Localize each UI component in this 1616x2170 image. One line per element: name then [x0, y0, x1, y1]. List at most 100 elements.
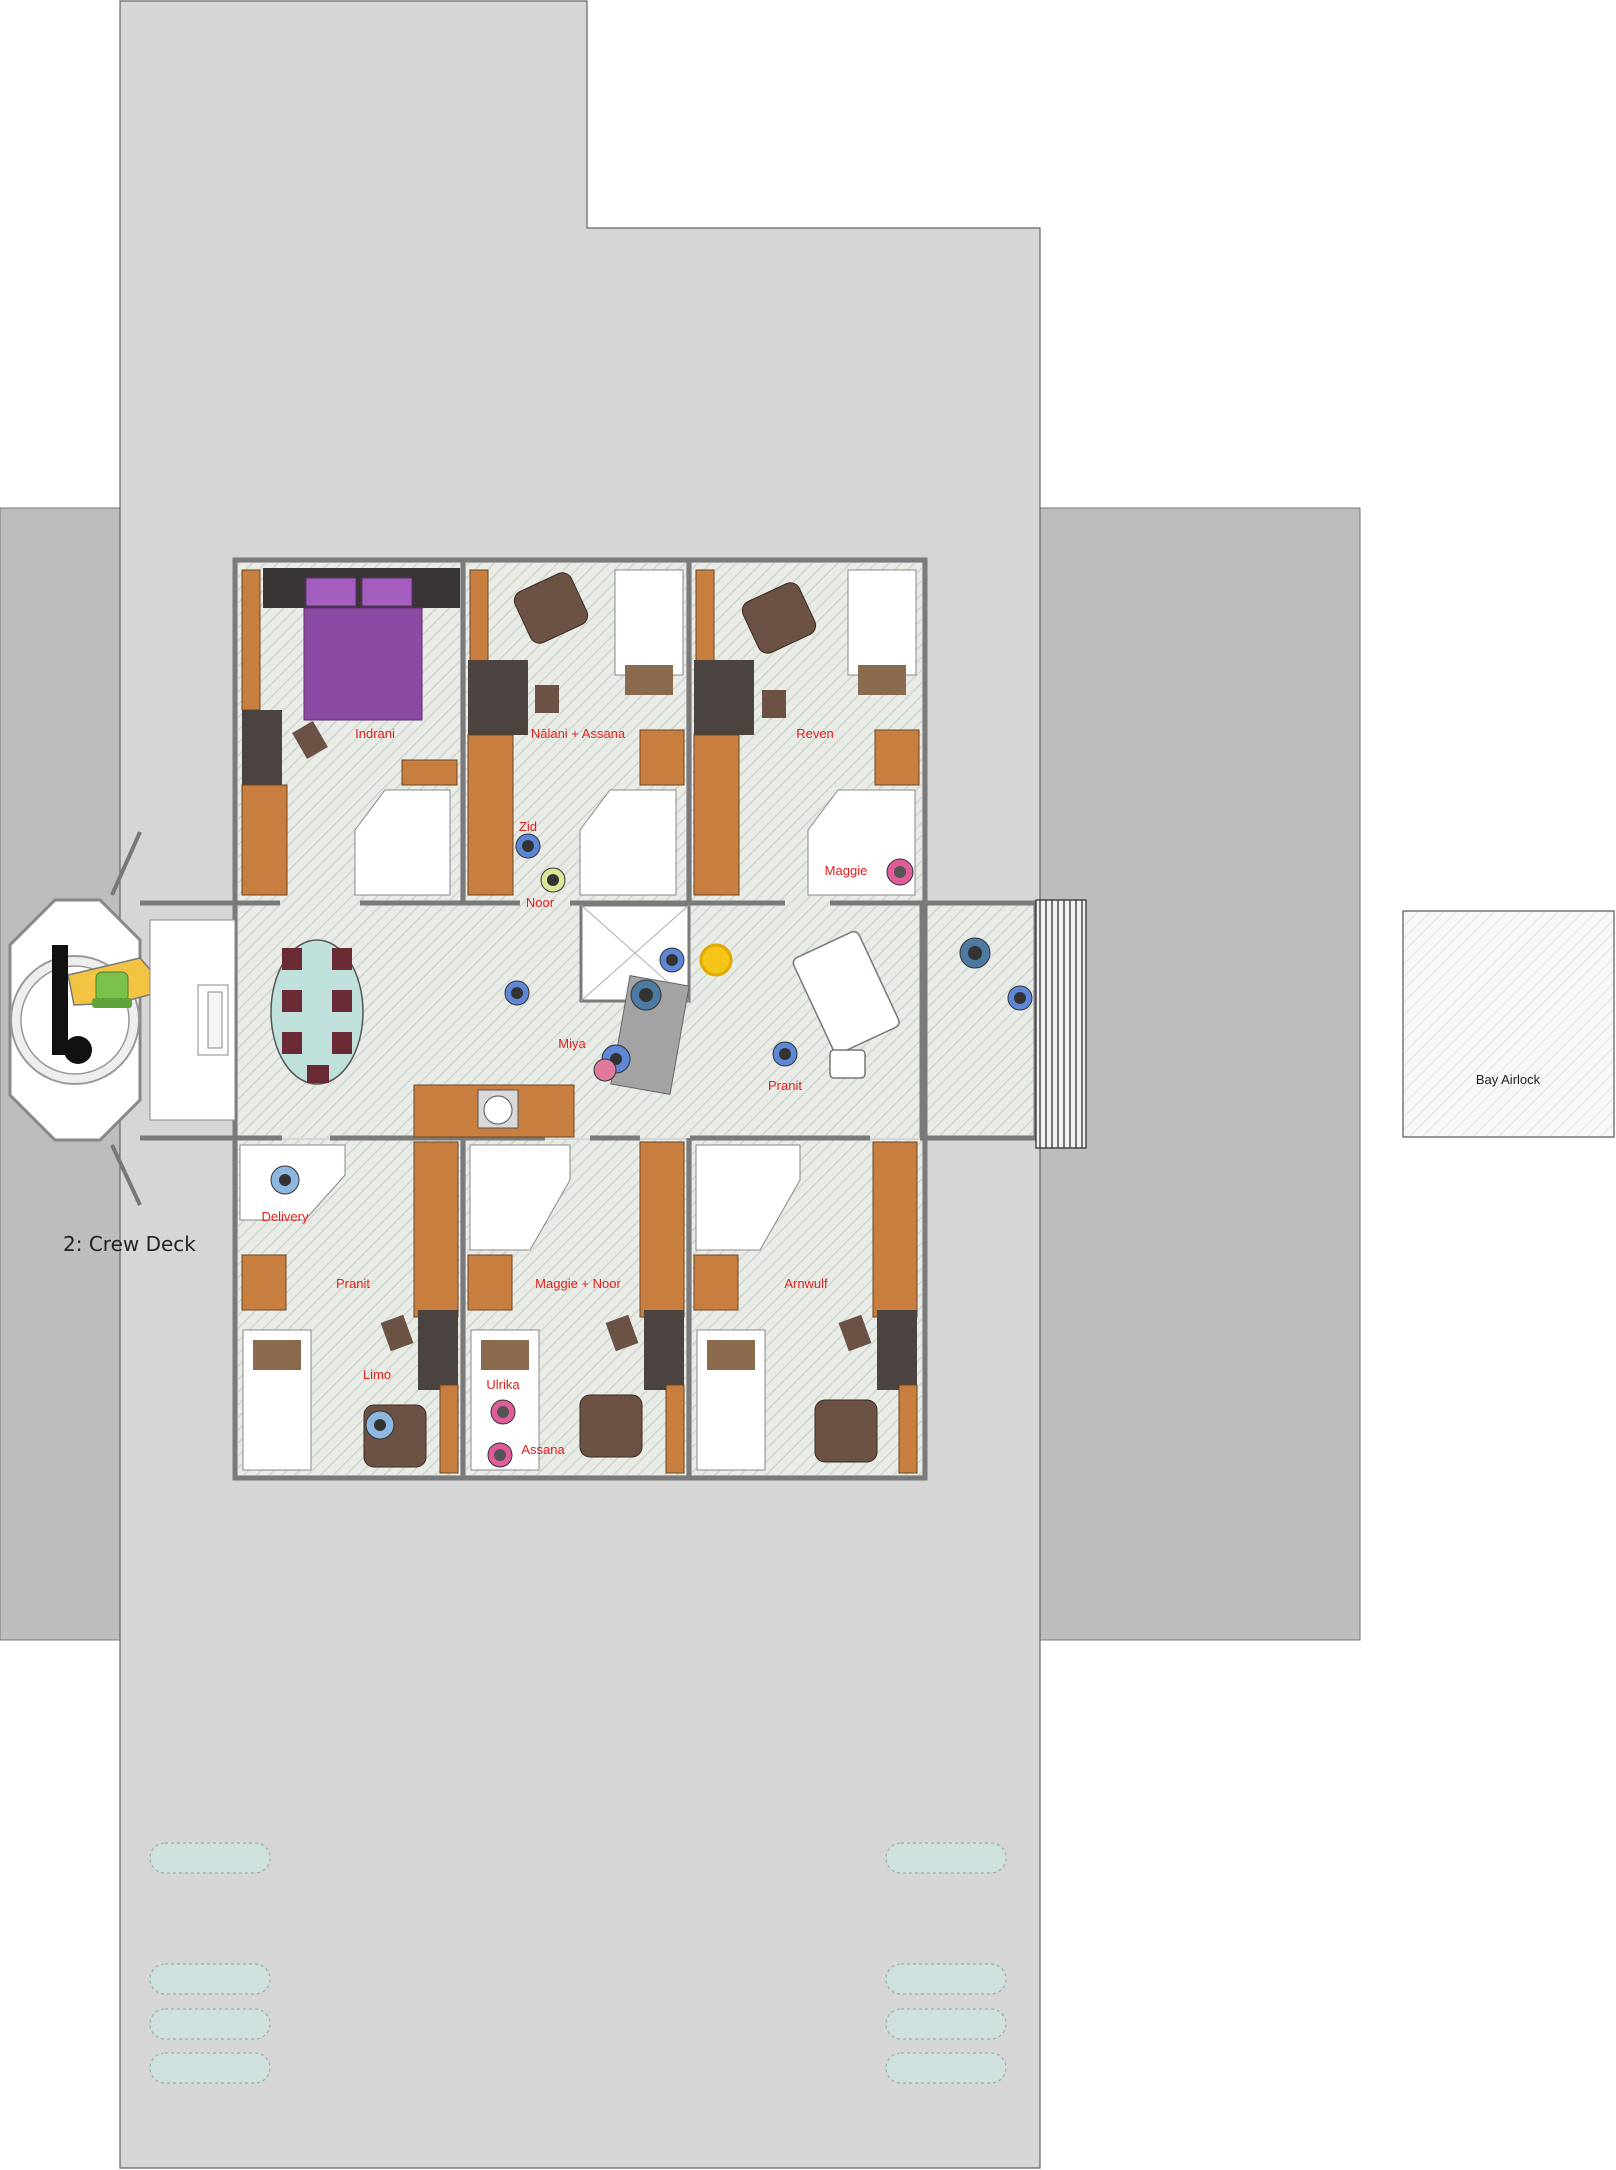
wardrobe[interactable]	[695, 569, 715, 666]
crew-label-pranit: Pranit	[768, 1078, 802, 1093]
room-label-maggie-noor: Maggie + Noor	[535, 1276, 621, 1291]
cabinet-block[interactable]	[872, 1141, 918, 1318]
crew-label-zid: Zid	[519, 819, 537, 834]
cockpit-pod	[8, 831, 236, 1206]
vent	[149, 2008, 271, 2040]
dining-chair[interactable]	[282, 990, 302, 1012]
crew-noor[interactable]	[540, 867, 566, 893]
armchair[interactable]	[739, 580, 819, 657]
shower-unit[interactable]	[579, 789, 677, 896]
crew-figures	[270, 833, 1033, 1468]
rug	[610, 975, 690, 1095]
dining-chair[interactable]	[332, 948, 352, 970]
deck-label: 2: Crew Deck	[63, 1232, 196, 1256]
armchair[interactable]	[511, 570, 591, 647]
desk-chair[interactable]	[762, 690, 786, 718]
wardrobe[interactable]	[469, 569, 489, 666]
crew-corridor-2[interactable]	[659, 947, 685, 973]
vent	[885, 1842, 1007, 1874]
crew-ulrika[interactable]	[490, 1399, 516, 1425]
wardrobe[interactable]	[241, 569, 261, 711]
vent	[149, 2052, 271, 2084]
wardrobe[interactable]	[439, 1384, 459, 1474]
cabinet-block[interactable]	[693, 734, 740, 896]
desk[interactable]	[877, 1310, 917, 1390]
bed-double[interactable]	[303, 607, 423, 721]
crew-label-miya: Miya	[558, 1036, 586, 1051]
armchair[interactable]	[579, 1394, 643, 1458]
desk-chair[interactable]	[292, 721, 328, 759]
desk[interactable]	[418, 1310, 458, 1390]
dining-chair[interactable]	[307, 1065, 329, 1083]
crew-corridor-3[interactable]	[630, 979, 662, 1011]
crew-aft-2[interactable]	[1007, 985, 1033, 1011]
vent	[885, 2052, 1007, 2084]
desk-chair[interactable]	[838, 1314, 872, 1352]
pilot-seat[interactable]	[92, 971, 132, 1008]
room-label-arnwulf: Arnwulf	[784, 1276, 828, 1291]
vent	[149, 1842, 271, 1874]
blanket	[707, 1340, 755, 1370]
bay-airlock-box	[1402, 910, 1615, 1138]
nalani-assana-furniture: Nālani + Assana	[467, 569, 685, 896]
arnwulf-furniture: Arnwulf	[693, 1141, 918, 1474]
cabinet-block[interactable]	[241, 784, 288, 896]
crew-miya[interactable]	[593, 1044, 631, 1082]
crew-corridor-1[interactable]	[504, 980, 530, 1006]
crew-delivery[interactable]	[270, 1165, 300, 1195]
control-base	[64, 1036, 92, 1064]
cabinet[interactable]	[241, 1254, 287, 1311]
desk-chair[interactable]	[605, 1314, 639, 1352]
crew-zid[interactable]	[515, 833, 541, 859]
cabinet[interactable]	[639, 729, 685, 786]
hull-right-wing	[1039, 507, 1361, 1641]
cabinet[interactable]	[467, 1254, 513, 1311]
desk[interactable]	[468, 660, 528, 735]
shower-unit[interactable]	[695, 1144, 801, 1251]
maggie-noor-furniture: Maggie + Noor	[467, 1141, 685, 1474]
cabinet[interactable]	[874, 729, 920, 786]
lounge-sofa[interactable]	[791, 930, 901, 1079]
dining-chairs[interactable]	[282, 948, 352, 1083]
dining-chair[interactable]	[332, 990, 352, 1012]
wardrobe[interactable]	[665, 1384, 685, 1474]
desk-chair[interactable]	[380, 1314, 414, 1352]
galley-counter[interactable]	[413, 1084, 575, 1138]
room-label-pranit: Pranit	[336, 1276, 370, 1291]
cabinet[interactable]	[693, 1254, 739, 1311]
desk[interactable]	[644, 1310, 684, 1390]
bed-single[interactable]	[847, 569, 917, 676]
sun-lamp[interactable]	[699, 943, 733, 977]
pillow	[361, 577, 413, 607]
armchair[interactable]	[814, 1399, 878, 1463]
elevator-x	[580, 904, 690, 1002]
room-label-reven: Reven	[796, 726, 834, 741]
room-label-indrani: Indrani	[355, 726, 395, 741]
dining-chair[interactable]	[282, 948, 302, 970]
dining-chair[interactable]	[332, 1032, 352, 1054]
cabinet-block[interactable]	[467, 734, 514, 896]
pod-antenna-top	[110, 831, 142, 896]
crew-pranit-corridor[interactable]	[772, 1041, 798, 1067]
crew-label-noor: Noor	[526, 895, 555, 910]
shelf[interactable]	[401, 759, 458, 786]
shower-unit[interactable]	[354, 789, 451, 896]
cabinet-block[interactable]	[413, 1141, 459, 1318]
aft-accordion-door[interactable]	[1035, 899, 1087, 1149]
desk[interactable]	[694, 660, 754, 735]
dining-chair[interactable]	[282, 1032, 302, 1054]
crew-maggie[interactable]	[886, 858, 914, 886]
bay-airlock-label: Bay Airlock	[1476, 1072, 1541, 1087]
walls	[140, 557, 1039, 1481]
bay-airlock: Bay Airlock	[1402, 910, 1615, 1138]
crew-limo[interactable]	[365, 1410, 395, 1440]
crew-assana[interactable]	[487, 1442, 513, 1468]
vents	[149, 1842, 1007, 2084]
cabinet-block[interactable]	[639, 1141, 685, 1318]
crew-aft-1[interactable]	[959, 937, 991, 969]
shower-unit[interactable]	[469, 1144, 571, 1251]
desk[interactable]	[242, 710, 282, 785]
wardrobe[interactable]	[898, 1384, 918, 1474]
bed-single[interactable]	[614, 569, 684, 676]
desk-chair[interactable]	[535, 685, 559, 713]
